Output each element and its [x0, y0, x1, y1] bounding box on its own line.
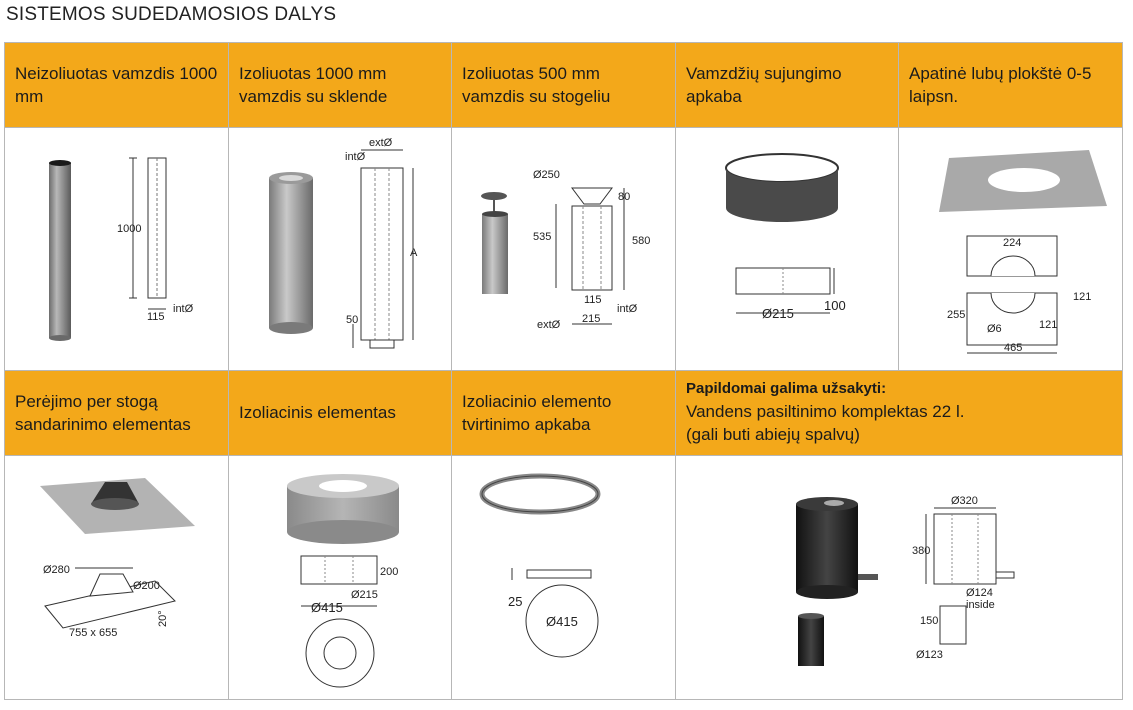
- header-insulated-pipe-cap: Izoliuotas 500 mm vamzdis su stogeliu: [451, 42, 676, 128]
- dim-angle: 20°: [157, 610, 169, 627]
- image-ceiling-plate: 224 121 255 121 Ø6 465: [898, 127, 1123, 371]
- dim-ext: extØ: [369, 137, 393, 149]
- extra-order-text: Vandens pasiltinimo komplektas 22 l. (ga…: [686, 402, 965, 444]
- dim-clamp-height: 100: [824, 298, 846, 313]
- header-extra-order: Papildomai galima užsakyti: Vandens pasi…: [675, 370, 1123, 456]
- dim-inside: inside: [966, 599, 995, 611]
- header-uninsulated-pipe: Neizoliuotas vamzdis 1000 mm: [4, 42, 229, 128]
- dim-cap-diameter: Ø250: [533, 169, 560, 181]
- dim-width: 115: [147, 311, 165, 323]
- dim-224: 224: [1003, 237, 1021, 249]
- image-insulated-pipe-damper: extØ intØ A 50: [228, 127, 452, 371]
- header-insulated-pipe-damper: Izoliuotas 1000 mm vamzdis su sklende: [228, 42, 452, 128]
- header-roof-flashing: Perėjimo per stogą sandarinimo elementas: [4, 370, 229, 456]
- dim-int: intØ: [617, 303, 638, 315]
- dim-length: 1000: [117, 223, 141, 235]
- dim-535: 535: [533, 231, 551, 243]
- image-insulation-element: 200 Ø215 Ø415: [228, 455, 452, 700]
- dim-size: 755 x 655: [69, 627, 117, 639]
- dim-hole: Ø6: [987, 323, 1002, 335]
- dim-280: Ø280: [43, 564, 70, 576]
- dim-415: Ø415: [546, 614, 578, 629]
- dim-320: Ø320: [951, 495, 978, 507]
- dim-int: intØ: [345, 151, 366, 163]
- header-insulation-element: Izoliacinis elementas: [228, 370, 452, 456]
- dim-465: 465: [1004, 342, 1022, 354]
- image-water-heating-kit: Ø320 380 Ø124 inside 150 Ø123: [675, 455, 1123, 700]
- extra-order-label: Papildomai galima užsakyti:: [686, 380, 887, 397]
- dim-121-a: 121: [1073, 291, 1091, 303]
- image-insulated-pipe-cap: Ø250 80 535 580 115 intØ extØ 215: [451, 127, 676, 371]
- dim-215: Ø215: [351, 589, 378, 601]
- dim-inner-diameter: intØ: [173, 303, 194, 315]
- dim-200: Ø200: [133, 580, 160, 592]
- dim-124: Ø124: [966, 587, 993, 599]
- page-title: SISTEMOS SUDEDAMOSIOS DALYS: [6, 4, 337, 25]
- components-table: Neizoliuotas vamzdis 1000 mm Izoliuotas …: [4, 42, 1123, 700]
- dim-580: 580: [632, 235, 650, 247]
- dim-150: 150: [920, 615, 938, 627]
- dim-200: 200: [380, 566, 398, 578]
- dim-415: Ø415: [311, 600, 343, 615]
- image-insulation-clamp: 25 Ø415: [451, 455, 676, 700]
- dim-115: 115: [584, 294, 602, 306]
- dim-123: Ø123: [916, 649, 943, 661]
- dim-25: 25: [508, 594, 522, 609]
- dim-255: 255: [947, 309, 965, 321]
- dim-380: 380: [912, 545, 930, 557]
- dim-121-b: 121: [1039, 319, 1057, 331]
- image-roof-flashing: Ø280 Ø200 755 x 655 20°: [4, 455, 229, 700]
- dim-50: 50: [346, 314, 358, 326]
- dim-215: 215: [582, 313, 600, 325]
- image-pipe-clamp: Ø215 100: [675, 127, 899, 371]
- dim-ext: extØ: [537, 319, 561, 331]
- image-uninsulated-pipe: 1000 115 intØ: [4, 127, 229, 371]
- header-insulation-clamp: Izoliacinio elemento tvirtinimo apkaba: [451, 370, 676, 456]
- dim-a: A: [410, 247, 418, 259]
- header-ceiling-plate: Apatinė lubų plokštė 0-5 laipsn.: [898, 42, 1123, 128]
- dim-clamp-diameter: Ø215: [762, 306, 794, 321]
- header-pipe-clamp: Vamzdžių sujungimo apkaba: [675, 42, 899, 128]
